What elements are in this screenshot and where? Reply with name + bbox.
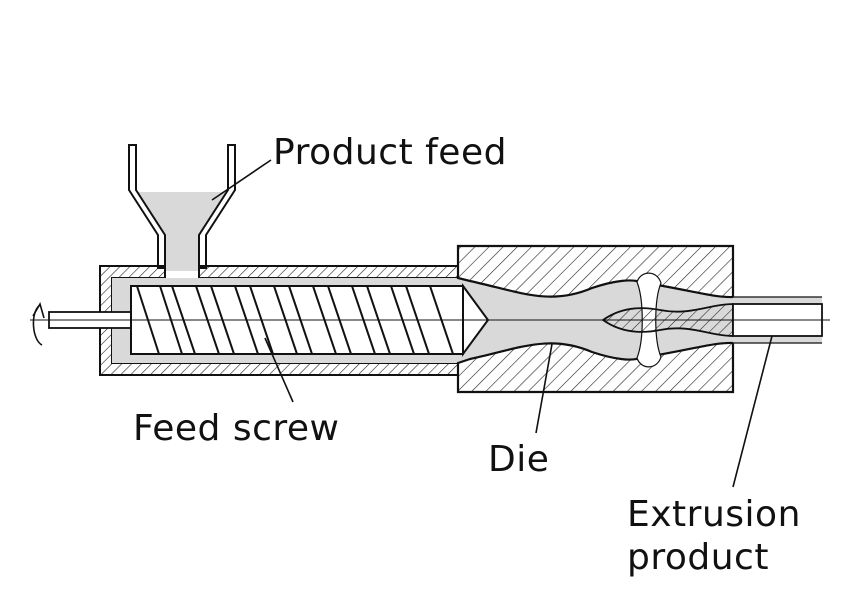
label-extrusion-line2: product bbox=[627, 537, 769, 578]
rotation-arrow-icon bbox=[32, 304, 43, 346]
leader-die bbox=[535, 343, 553, 434]
leader-product-feed bbox=[211, 159, 272, 201]
die-block bbox=[456, 244, 735, 394]
hopper-material bbox=[138, 192, 228, 271]
label-product-feed: Product feed bbox=[273, 132, 507, 173]
label-die: Die bbox=[488, 439, 549, 480]
feed-hopper bbox=[128, 144, 236, 271]
leader-feed-screw bbox=[264, 337, 294, 403]
leader-extrusion bbox=[732, 335, 773, 488]
label-extrusion-line1: Extrusion bbox=[627, 494, 801, 535]
barrel-housing bbox=[99, 265, 459, 376]
label-feed-screw: Feed screw bbox=[133, 408, 339, 449]
